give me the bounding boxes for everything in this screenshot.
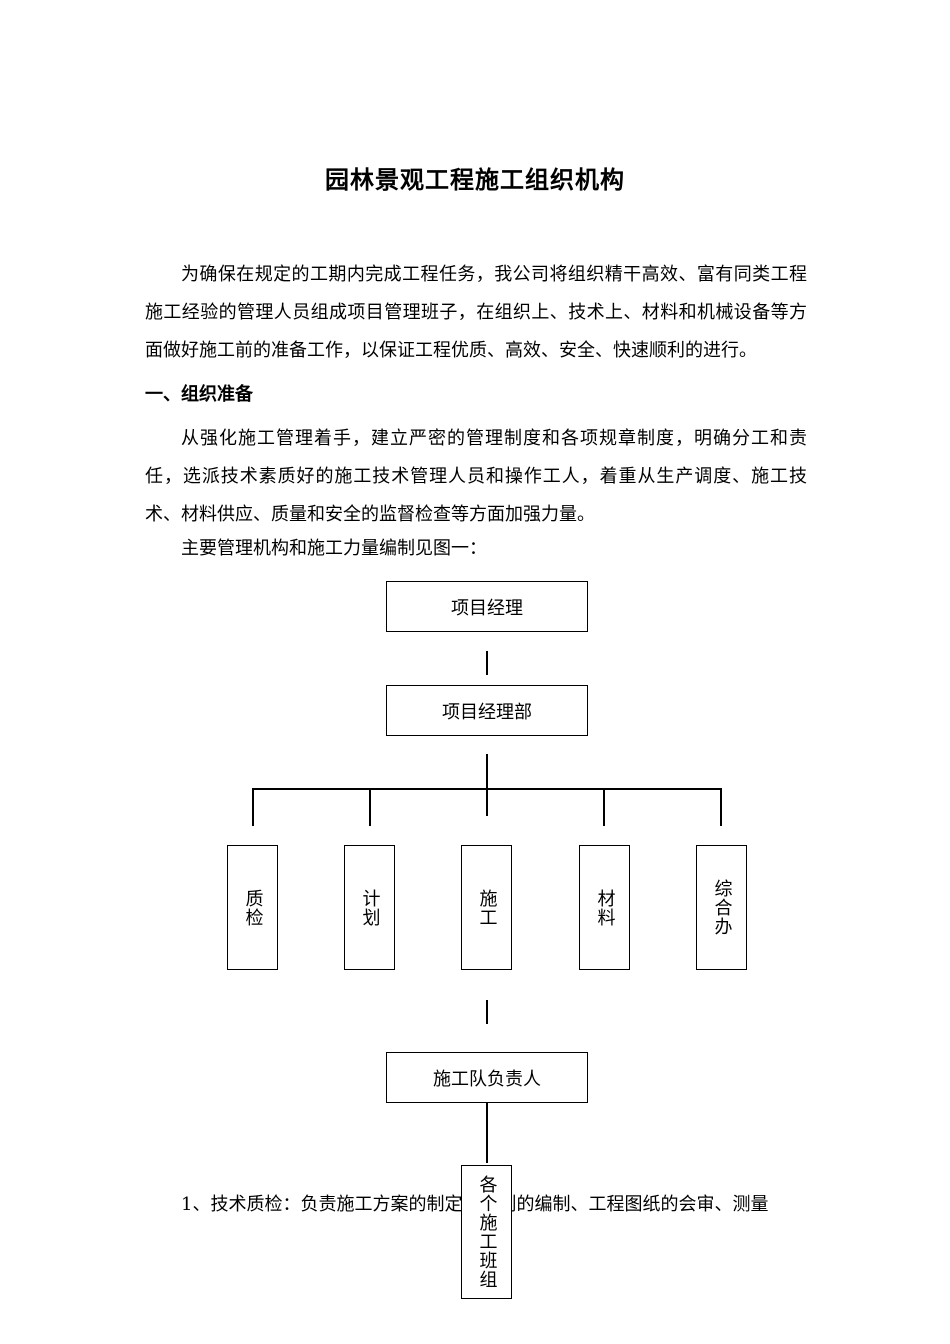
node-label: 施工队负责人 [433,1068,541,1090]
node-label: 各个施工班组 [476,1175,498,1289]
node-planning: 计划 [344,845,395,970]
branch-drop-line [720,788,722,826]
node-team-leader: 施工队负责人 [386,1052,588,1103]
branch-drop-line [603,788,605,826]
chart-intro-line: 主要管理机构和施工力量编制见图一： [181,538,487,559]
node-general-office: 综合办 [696,845,747,970]
node-label: 项目经理 [451,597,523,619]
organization-paragraph: 从强化施工管理着手，建立严密的管理制度和各项规章制度，明确分工和责任，选派技术素… [145,428,807,525]
branch-drop-line [252,788,254,826]
node-label: 材料 [594,888,616,927]
node-label: 计划 [359,888,381,927]
node-construction: 施工 [461,845,512,970]
node-label: 施工 [476,888,498,927]
node-project-manager: 项目经理 [386,581,588,632]
connector-line [486,651,488,675]
connector-line [486,1000,488,1024]
node-label: 质检 [242,888,264,927]
node-quality-inspection: 质检 [227,845,278,970]
node-construction-teams: 各个施工班组 [461,1165,512,1299]
node-project-department: 项目经理部 [386,685,588,736]
node-materials: 材料 [579,845,630,970]
intro-paragraph: 为确保在规定的工期内完成工程任务，我公司将组织精干高效、富有同类工程施工经验的管… [145,264,807,361]
node-label: 项目经理部 [442,701,532,723]
section-heading-organization: 一、组织准备 [145,384,253,405]
branch-bus-line [252,788,722,790]
document-title: 园林景观工程施工组织机构 [325,166,625,194]
connector-line [486,1103,488,1163]
node-label: 综合办 [711,879,733,936]
branch-drop-line [369,788,371,826]
connector-line [486,754,488,816]
